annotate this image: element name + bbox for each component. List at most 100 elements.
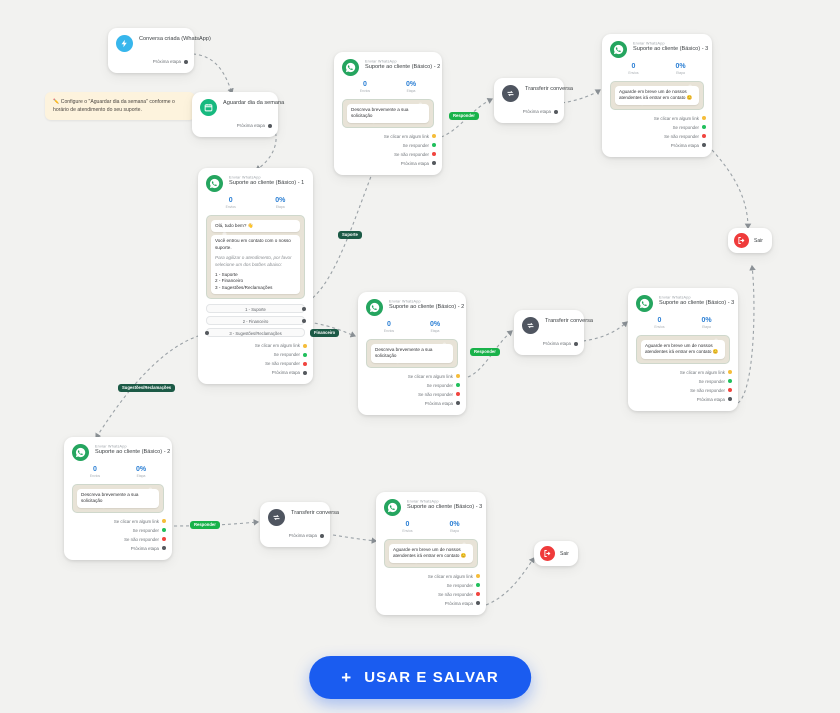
port-next[interactable]: Próxima etapa: [116, 57, 188, 66]
node-exit-top[interactable]: Sair: [728, 228, 772, 253]
port-reply-label: Se responder: [426, 382, 453, 388]
port-dot[interactable]: [432, 152, 436, 157]
port-next[interactable]: Próxima etapa: [636, 395, 732, 404]
port-link[interactable]: Se clicar em algum link: [610, 114, 706, 123]
edge-label-responder-top[interactable]: Responder: [449, 112, 479, 120]
node-transfer-bottom[interactable]: Transferir conversa Próxima etapa: [260, 502, 339, 547]
node-transfer-mid[interactable]: Transferir conversa Próxima etapa: [514, 310, 593, 355]
node-wait-top-basico-3[interactable]: Enviar WhatsApp Suporte ao cliente (Bási…: [602, 34, 712, 157]
port-link[interactable]: Se clicar em algum link: [636, 368, 732, 377]
port-dot[interactable]: [162, 519, 166, 524]
port-dot[interactable]: [303, 352, 307, 357]
port-dot[interactable]: [728, 397, 732, 402]
node-exit-bottom[interactable]: Sair: [534, 541, 578, 566]
port-next-label: Próxima etapa: [152, 59, 181, 64]
port-dot[interactable]: [432, 161, 436, 166]
port-reply[interactable]: Se responder: [206, 350, 307, 359]
node-wait-weekday[interactable]: Aguardar dia da semana Próxima etapa: [192, 92, 284, 137]
port-link[interactable]: Se clicar em algum link: [366, 372, 460, 381]
port-dot[interactable]: [574, 341, 578, 346]
port-next[interactable]: Próxima etapa: [206, 368, 307, 377]
node-wait-bottom-basico-3[interactable]: Enviar WhatsApp Suporte ao cliente (Bási…: [376, 492, 486, 615]
port-dot[interactable]: [728, 379, 732, 384]
usar-e-salvar-button[interactable]: + USAR E SALVAR: [309, 656, 531, 699]
edge-label-suporte[interactable]: Suporte: [338, 231, 362, 239]
port-dot[interactable]: [554, 109, 558, 114]
port-next[interactable]: Próxima etapa: [610, 141, 706, 150]
port-next[interactable]: Próxima etapa: [384, 599, 480, 608]
port-dot[interactable]: [456, 401, 460, 406]
port-noreply[interactable]: Se não responder: [72, 535, 166, 544]
port-dot[interactable]: [702, 125, 706, 130]
port-next[interactable]: Próxima etapa: [366, 399, 460, 408]
port-next[interactable]: Próxima etapa: [200, 121, 272, 130]
port-reply[interactable]: Se responder: [384, 581, 480, 590]
port-dot[interactable]: [302, 306, 306, 311]
port-noreply[interactable]: Se não responder: [610, 132, 706, 141]
port-next[interactable]: Próxima etapa: [502, 107, 558, 116]
port-dot[interactable]: [268, 123, 272, 128]
port-dot[interactable]: [728, 370, 732, 375]
port-link[interactable]: Se clicar em algum link: [384, 572, 480, 581]
port-reply[interactable]: Se responder: [366, 381, 460, 390]
edge-label-responder-bot[interactable]: Responder: [190, 521, 220, 529]
port-noreply[interactable]: Se não responder: [342, 150, 436, 159]
reply-button-1[interactable]: 1 - Suporte: [206, 304, 306, 314]
port-dot[interactable]: [432, 143, 436, 148]
port-dot[interactable]: [476, 601, 480, 606]
port-dot[interactable]: [702, 116, 706, 121]
port-dot[interactable]: [162, 528, 166, 533]
node-ask-mid-basico-2[interactable]: Enviar WhatsApp Suporte ao cliente (Bási…: [358, 292, 466, 415]
port-link[interactable]: Se clicar em algum link: [72, 517, 166, 526]
port-dot[interactable]: [456, 374, 460, 379]
port-reply[interactable]: Se responder: [610, 123, 706, 132]
node-ports: Se clicar em algum link Se responder Se …: [342, 132, 436, 168]
port-dot[interactable]: [303, 343, 307, 348]
port-dot[interactable]: [476, 574, 480, 579]
port-reply[interactable]: Se responder: [342, 141, 436, 150]
node-menu-basico-1[interactable]: Enviar WhatsApp Suporte ao cliente (Bási…: [198, 168, 313, 385]
port-dot[interactable]: [184, 59, 188, 64]
port-dot[interactable]: [476, 583, 480, 588]
port-reply[interactable]: Se responder: [636, 377, 732, 386]
port-next[interactable]: Próxima etapa: [268, 531, 324, 540]
edge-label-financeiro[interactable]: Financeiro: [310, 329, 340, 337]
port-link[interactable]: Se clicar em algum link: [342, 132, 436, 141]
port-dot[interactable]: [303, 361, 307, 366]
port-next[interactable]: Próxima etapa: [522, 339, 578, 348]
port-dot[interactable]: [456, 392, 460, 397]
port-dot[interactable]: [702, 143, 706, 148]
node-ask-top-basico-2[interactable]: Enviar WhatsApp Suporte ao cliente (Bási…: [334, 52, 442, 175]
port-dot[interactable]: [476, 592, 480, 597]
port-reply[interactable]: Se responder: [72, 526, 166, 535]
node-trigger[interactable]: Conversa criada (WhatsApp) Próxima etapa: [108, 28, 211, 73]
port-next[interactable]: Próxima etapa: [72, 544, 166, 553]
port-link[interactable]: Se clicar em algum link: [206, 341, 307, 350]
port-dot[interactable]: [162, 537, 166, 542]
port-dot[interactable]: [456, 383, 460, 388]
port-dot[interactable]: [205, 330, 209, 335]
node-ask-bottom-basico-2[interactable]: Enviar WhatsApp Suporte ao cliente (Bási…: [64, 437, 172, 560]
edge-label-responder-mid[interactable]: Responder: [470, 348, 500, 356]
port-dot[interactable]: [728, 388, 732, 393]
port-dot[interactable]: [320, 533, 324, 538]
node-wait-mid-basico-3[interactable]: Enviar WhatsApp Suporte ao cliente (Bási…: [628, 288, 738, 411]
reply-button-2[interactable]: 2 - Financeiro: [206, 316, 306, 326]
reply-button-3[interactable]: 3 - Sugestões/Reclamações: [205, 328, 305, 338]
port-dot[interactable]: [303, 370, 307, 375]
port-dot[interactable]: [162, 546, 166, 551]
port-noreply[interactable]: Se não responder: [384, 590, 480, 599]
port-next[interactable]: Próxima etapa: [342, 159, 436, 168]
sticky-note[interactable]: ✏️ Configure o "Aguardar dia da semana" …: [45, 92, 195, 120]
node-ports: Se clicar em algum link Se responder Se …: [384, 572, 480, 608]
port-noreply[interactable]: Se não responder: [366, 390, 460, 399]
edge-label-sugestoes[interactable]: Sugestões/Reclamações: [118, 384, 176, 392]
stat-pct-label: Etapa: [430, 329, 440, 333]
port-dot[interactable]: [702, 134, 706, 139]
node-transfer-top[interactable]: Transferir conversa Próxima etapa: [494, 78, 573, 123]
port-dot[interactable]: [432, 134, 436, 139]
port-noreply[interactable]: Se não responder: [206, 359, 307, 368]
port-dot[interactable]: [302, 318, 306, 323]
port-noreply[interactable]: Se não responder: [636, 386, 732, 395]
